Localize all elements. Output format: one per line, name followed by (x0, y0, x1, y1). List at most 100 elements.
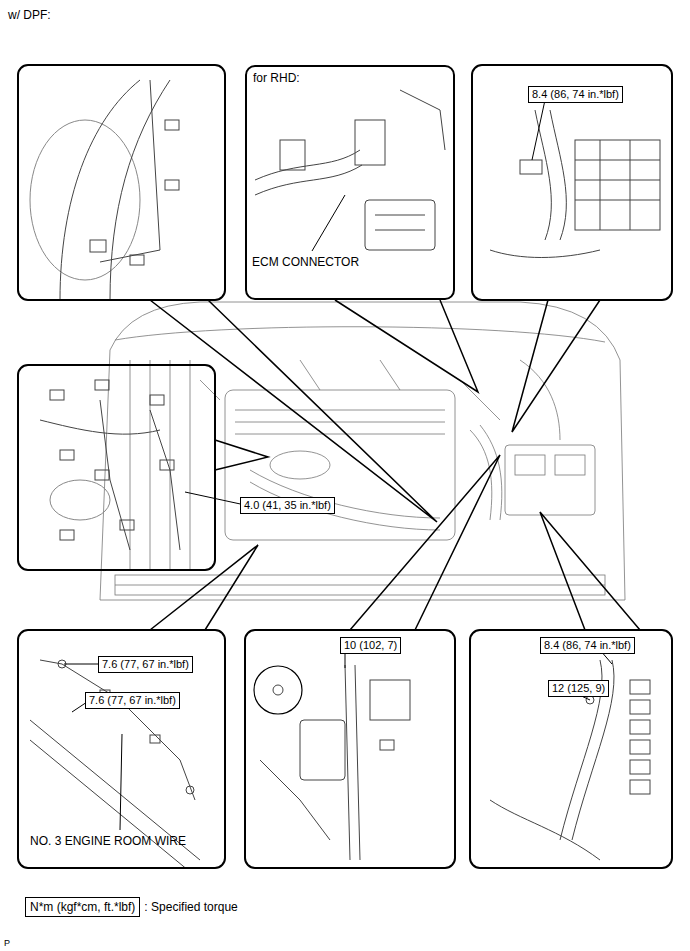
inset-details (345, 665, 350, 860)
inset-details (186, 786, 194, 794)
inset-details (40, 380, 180, 550)
inset-details (165, 120, 179, 130)
inset-details (355, 120, 385, 165)
leader-lines (185, 492, 245, 505)
inset-details (630, 720, 650, 734)
torque-box: 12 (125, 9) (548, 680, 609, 697)
leader-lines (64, 664, 102, 665)
engine-bay-sketch (130, 360, 131, 570)
node-text: 8.4 (86, 74 in.*lbf) (532, 88, 619, 101)
torque-box: 4.0 (41, 35 in.*lbf) (240, 497, 335, 514)
inset-frames (18, 630, 225, 868)
inset-details (375, 215, 425, 216)
inset-details (575, 200, 660, 201)
engine-bay-sketch (115, 575, 605, 595)
node-text: 4.0 (41, 35 in.*lbf) (244, 499, 331, 512)
inset-details (490, 110, 660, 258)
engine-bay-sketch (235, 410, 445, 411)
inset-details (520, 160, 542, 174)
inset-details (365, 200, 435, 250)
torque-box: 8.4 (86, 74 in.*lbf) (540, 637, 635, 654)
inset-details (370, 680, 410, 720)
inset-details (100, 80, 160, 262)
inset-details (165, 180, 179, 190)
engine-bay-sketch (505, 445, 595, 515)
torque-box: 7.6 (77, 67 in.*lbf) (98, 656, 193, 673)
inset-details (60, 450, 74, 460)
inset-details (60, 80, 140, 299)
inset-details (630, 760, 650, 774)
inset-frames (18, 65, 672, 868)
inset-details (380, 740, 394, 750)
inset-details (400, 90, 445, 150)
engine-bay-sketch (200, 360, 500, 420)
inset-details (375, 230, 425, 231)
inset-pointers (335, 300, 478, 392)
inset-details (90, 240, 106, 252)
torque-box: 8.4 (86, 74 in.*lbf) (528, 86, 623, 103)
inset-details (575, 160, 660, 161)
inset-frames (18, 65, 225, 300)
leader-lines (312, 195, 345, 251)
page-mark: P (4, 936, 10, 950)
inset-details (254, 665, 410, 860)
inset-details (40, 420, 160, 434)
inset-details (150, 735, 160, 743)
inset-details (630, 680, 650, 694)
inset-pointers (150, 300, 640, 630)
inset-details (110, 80, 170, 299)
inset-details (130, 255, 144, 265)
engine-bay-sketch (520, 360, 560, 440)
leader-lines (64, 100, 612, 830)
inset-details (630, 700, 650, 714)
inset-frames (470, 630, 672, 868)
inset-details (30, 120, 140, 280)
inset-details (150, 410, 180, 550)
engine-bay-sketch (270, 451, 330, 479)
engine-bay-sketch (190, 360, 191, 570)
inset-details (630, 780, 650, 794)
legend-sample: N*m (kgf*cm, ft.*lbf) (25, 897, 140, 917)
node-text: 12 (125, 9) (552, 682, 605, 695)
engine-bay-sketch (170, 360, 171, 570)
inset-details (630, 140, 631, 230)
inset-pointers (540, 512, 640, 630)
inset-details (30, 720, 200, 860)
diagram-title: w/ DPF: (8, 8, 51, 22)
inset-pointers (512, 300, 600, 432)
inset-details (255, 150, 360, 180)
inset-frames (472, 65, 672, 300)
node-text: 8.4 (86, 74 in.*lbf) (544, 639, 631, 652)
engine-bay-sketch (470, 430, 492, 520)
torque-box: 10 (102, 7) (340, 637, 401, 654)
inset-details (355, 665, 360, 860)
engine-bay-sketch (555, 455, 585, 475)
node-text: 10 (102, 7) (344, 639, 397, 652)
part-name: NO. 3 ENGINE ROOM WIRE (30, 834, 186, 848)
engine-bay-sketch (235, 422, 445, 423)
inset-details (273, 685, 283, 695)
inset-details (95, 380, 109, 390)
inset-details (300, 720, 345, 780)
inset-details (150, 395, 164, 405)
inset-details (100, 400, 130, 550)
inset-details (50, 390, 64, 400)
inset-details (575, 140, 660, 230)
inset-details (255, 165, 362, 195)
inset-details (280, 140, 305, 170)
inset-details (60, 530, 74, 540)
inset-details (535, 110, 551, 240)
inset-details (50, 480, 110, 520)
legend-text: : Specified torque (144, 900, 237, 914)
inset-frames (245, 630, 455, 868)
inset-details (550, 110, 566, 240)
inset-details (30, 80, 179, 299)
inset-pointers (215, 440, 268, 470)
inset-details (490, 660, 650, 860)
part-name: ECM CONNECTOR (252, 255, 359, 269)
inset-details (260, 760, 330, 840)
leader-lines (120, 734, 122, 830)
